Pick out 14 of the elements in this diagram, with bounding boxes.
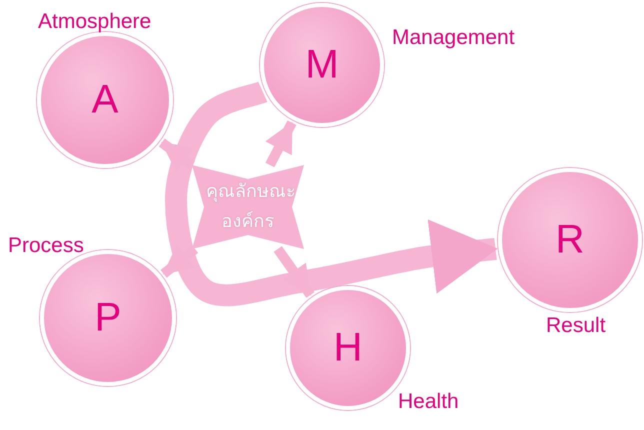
circle-letter: A	[92, 78, 118, 122]
arrow	[265, 120, 296, 168]
cross-shape	[192, 165, 304, 249]
arrow	[274, 246, 314, 298]
circle-label: Health	[398, 390, 459, 414]
circle-letter: P	[94, 296, 122, 340]
circle-label: Result	[546, 314, 606, 338]
circle-letter: R	[556, 218, 584, 262]
center-text: คุณลักษณะองค์กร	[205, 180, 297, 234]
circle-label: Process	[8, 234, 84, 258]
circle-label: Atmosphere	[38, 10, 152, 34]
circle-letter: M	[305, 42, 339, 88]
circle-letter: H	[334, 326, 362, 370]
circle-label: Management	[392, 26, 515, 50]
